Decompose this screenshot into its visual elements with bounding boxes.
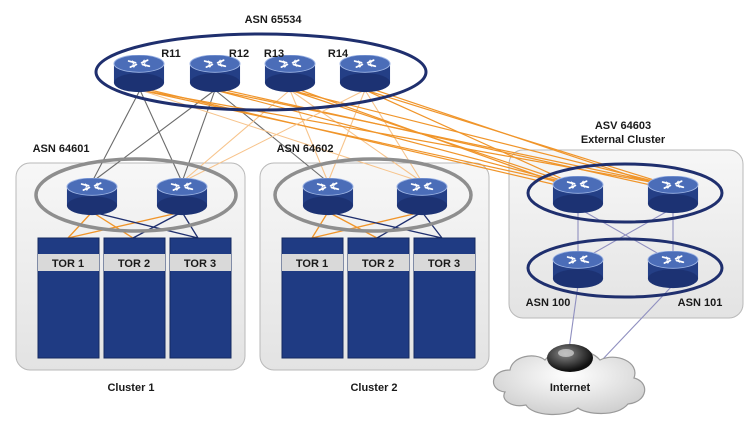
- external-asn-label: ASV 64603: [595, 120, 651, 132]
- link-spine-external: [299, 89, 579, 191]
- tor-label-bar: [282, 254, 343, 271]
- asn-64602-label: ASN 64602: [277, 143, 334, 155]
- internet-label: Internet: [550, 382, 591, 394]
- router-r12-icon[interactable]: [189, 55, 241, 93]
- cluster2-tor-racks: [281, 237, 476, 359]
- link-leaf-tor: [91, 211, 134, 239]
- tor-label: TOR 2: [118, 258, 150, 270]
- link-spine-external: [214, 89, 579, 187]
- cluster2-leaf2-router-icon[interactable]: [396, 178, 448, 216]
- external-router-asn101-icon[interactable]: [647, 251, 699, 289]
- link-spine-external: [139, 89, 579, 187]
- link-leaf-tor: [132, 211, 183, 239]
- asn-65534-group: [94, 32, 428, 112]
- cluster-1-label: Cluster 1: [107, 382, 154, 394]
- link-spine-cluster1: [91, 89, 216, 183]
- cluster1-tor-racks: [37, 237, 232, 359]
- r11-label: R11: [161, 48, 181, 60]
- external-router-1-icon[interactable]: [552, 176, 604, 214]
- link-leaf-tor: [327, 211, 443, 239]
- tor-label: TOR 1: [52, 258, 84, 270]
- link-spine-external: [364, 89, 579, 187]
- asn-64602-group: [273, 157, 473, 233]
- router-r13-icon[interactable]: [264, 55, 316, 93]
- cluster-2-label: Cluster 2: [350, 382, 397, 394]
- tor-label: TOR 3: [428, 258, 460, 270]
- link-spine-cluster1: [91, 89, 141, 183]
- link-spine-external: [149, 89, 579, 191]
- link-leaf-tor: [311, 211, 423, 239]
- link-spine-cluster2: [289, 89, 423, 183]
- link-leaf-tor: [67, 211, 183, 239]
- tor-label: TOR 2: [362, 258, 394, 270]
- link-spine-external: [289, 89, 674, 187]
- external-bottom-group: [526, 237, 724, 299]
- tor-label: TOR 1: [296, 258, 328, 270]
- asn-64601-group: [34, 157, 238, 233]
- asn-101-label: ASN 101: [678, 297, 723, 309]
- tor-label-bar: [104, 254, 165, 271]
- external-router-2-icon[interactable]: [647, 176, 699, 214]
- tor-label-bar: [348, 254, 409, 271]
- asn-100-label: ASN 100: [526, 297, 571, 309]
- external-router-asn100-icon[interactable]: [552, 251, 604, 289]
- asn-64601-label: ASN 64601: [33, 143, 90, 155]
- r13-label: R13: [264, 48, 284, 60]
- cluster2-leaf1-router-icon[interactable]: [302, 178, 354, 216]
- router-r14-icon[interactable]: [339, 55, 391, 93]
- cluster1-leaf1-router-icon[interactable]: [66, 178, 118, 216]
- tor-label-bar: [170, 254, 231, 271]
- link-leaf-tor: [327, 211, 378, 239]
- cluster1-leaf2-router-icon[interactable]: [156, 178, 208, 216]
- link-spine-external: [214, 89, 674, 187]
- r12-label: R12: [229, 48, 249, 60]
- tor-label: TOR 3: [184, 258, 216, 270]
- tor-label-bar: [38, 254, 99, 271]
- tor-label-bar: [414, 254, 475, 271]
- external-top-group: [526, 162, 724, 224]
- internet-cloud-icon[interactable]: [493, 344, 646, 415]
- router-r11-icon[interactable]: [113, 55, 165, 93]
- asn-65534-label: ASN 65534: [245, 14, 303, 26]
- external-title-label: External Cluster: [581, 134, 666, 146]
- link-spine-cluster1: [139, 89, 183, 183]
- link-leaf-tor: [91, 211, 199, 239]
- r14-label: R14: [328, 48, 349, 60]
- link-spine-external: [224, 89, 674, 191]
- link-spine-external: [374, 89, 674, 191]
- link-leaf-tor: [376, 211, 423, 239]
